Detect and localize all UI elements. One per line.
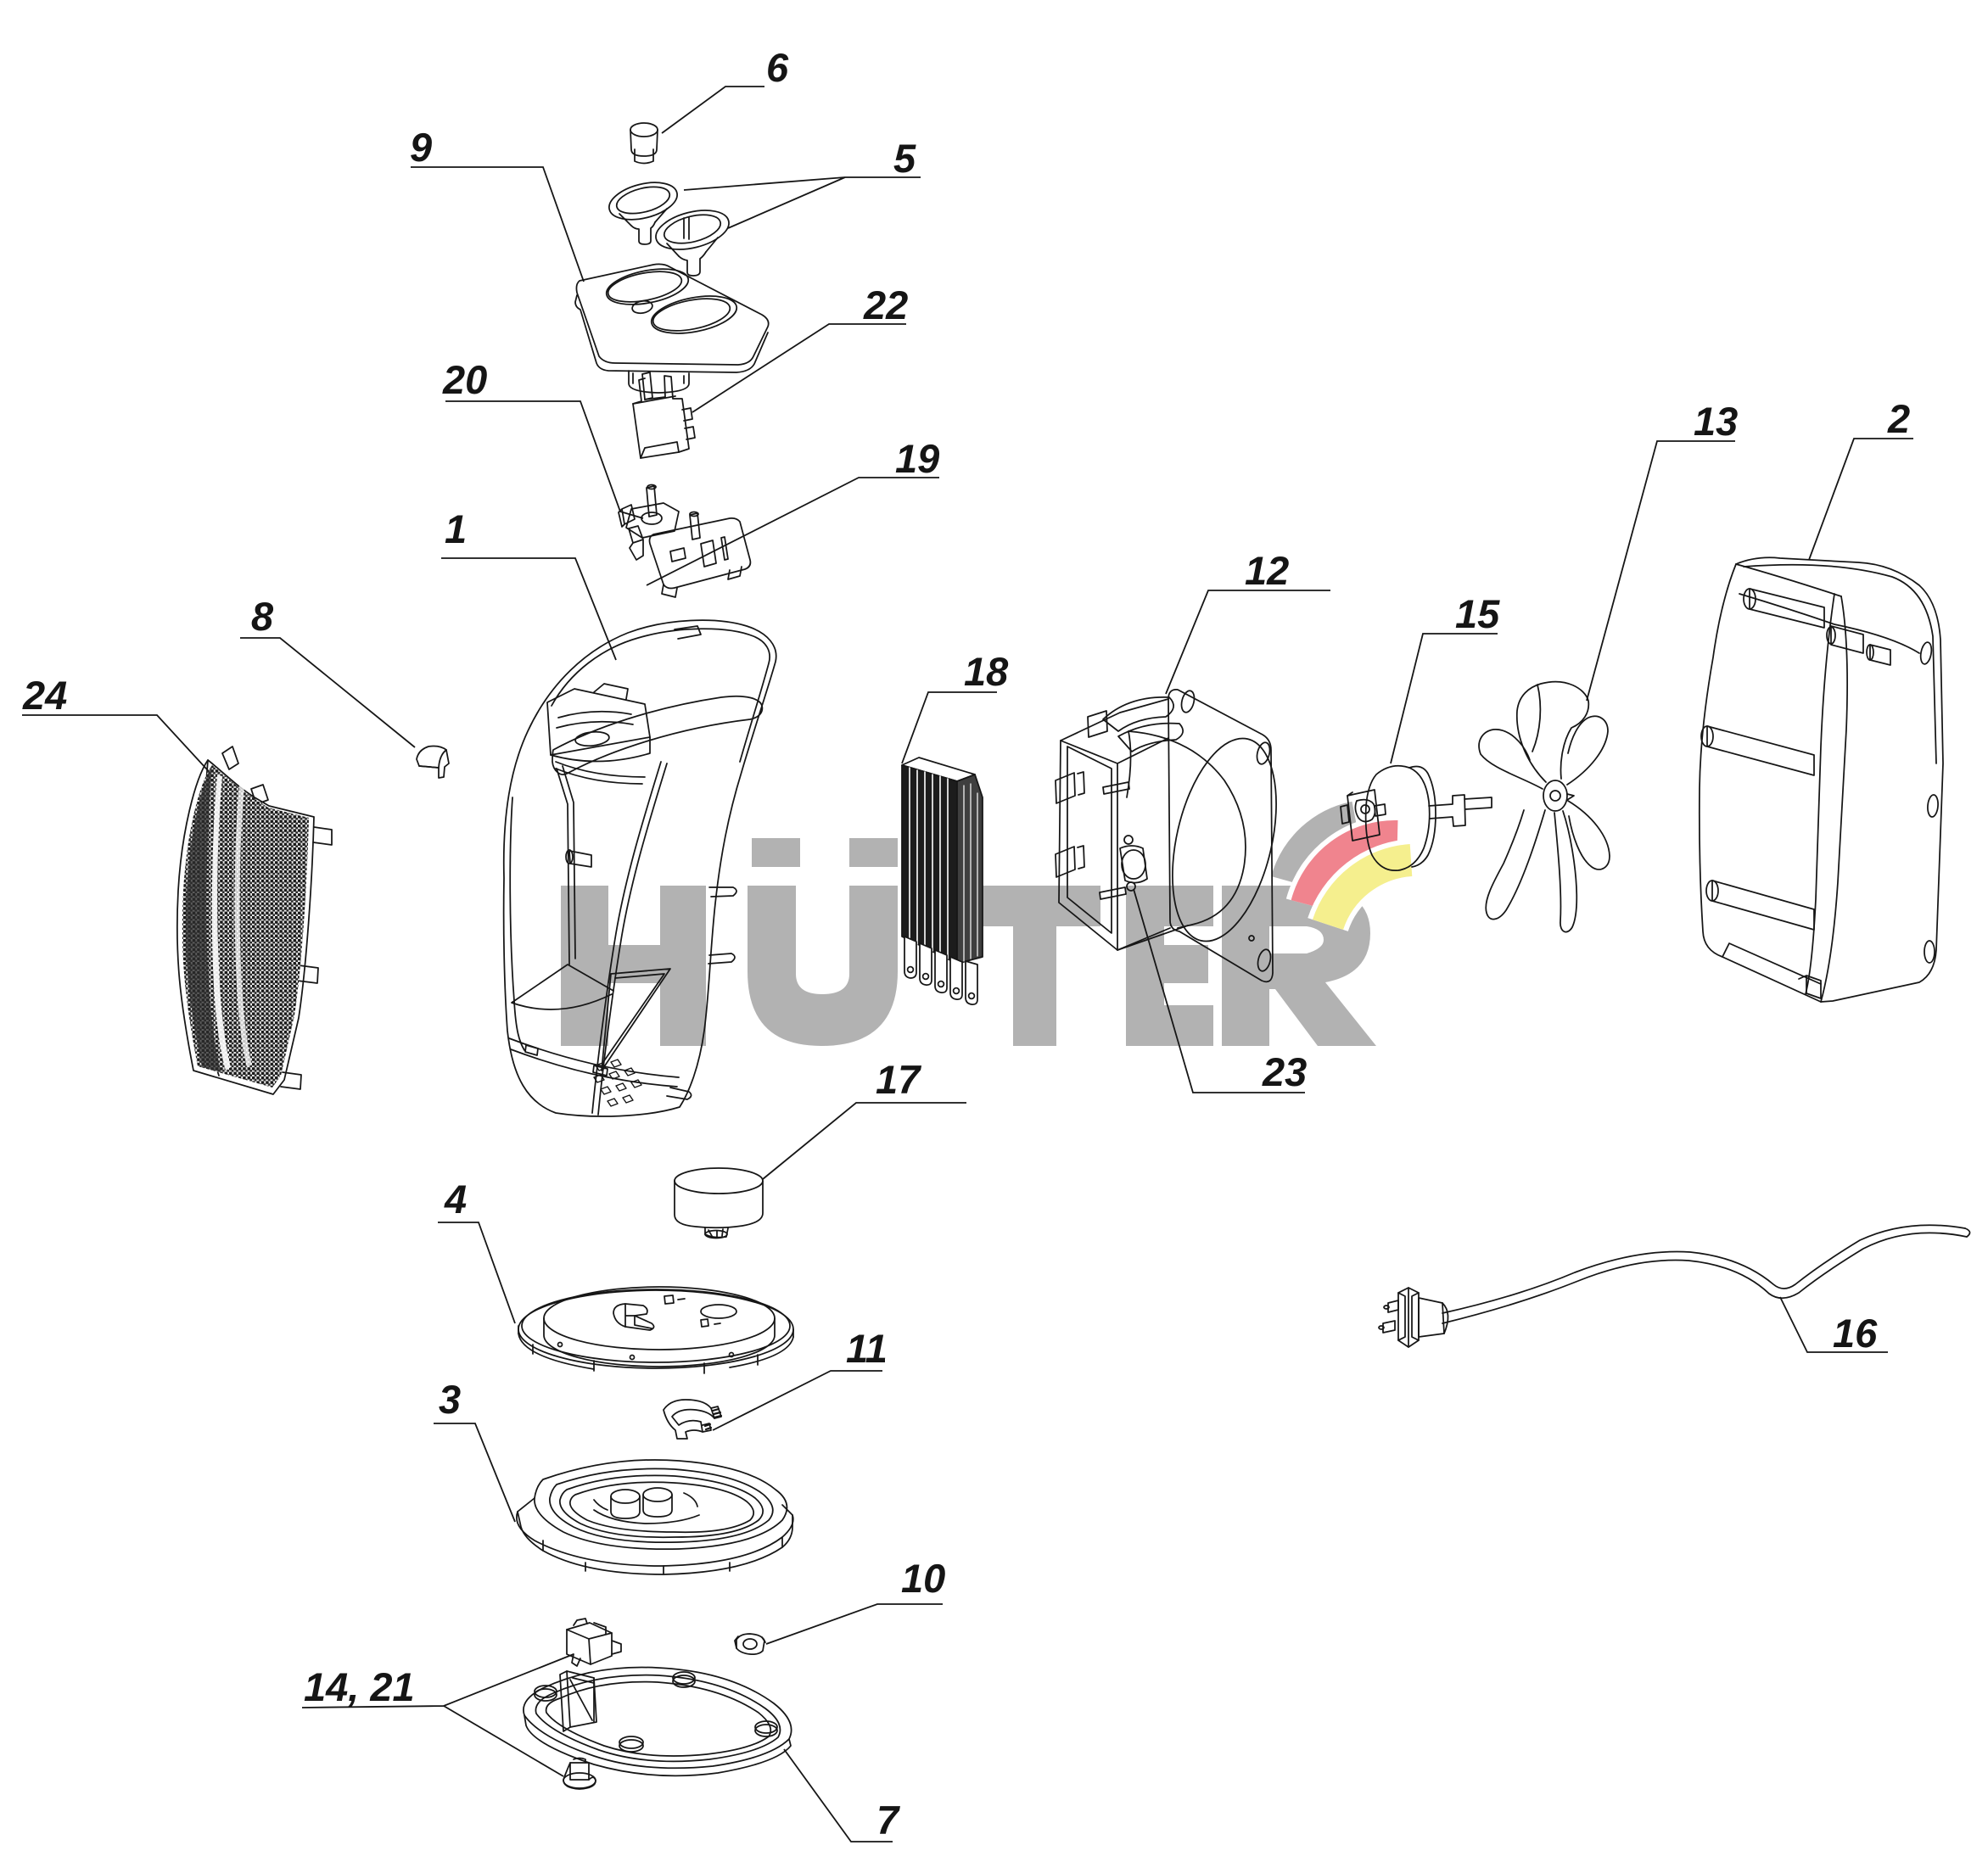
svg-text:12: 12 [1245, 548, 1289, 593]
svg-text:13: 13 [1694, 399, 1738, 444]
svg-text:24: 24 [22, 673, 67, 718]
svg-text:19: 19 [895, 436, 939, 481]
svg-text:6: 6 [766, 45, 789, 90]
svg-text:5: 5 [893, 136, 916, 181]
svg-text:1: 1 [445, 506, 467, 551]
svg-text:16: 16 [1833, 1311, 1878, 1356]
svg-text:4: 4 [444, 1177, 467, 1222]
svg-text:15: 15 [1455, 591, 1500, 636]
svg-text:10: 10 [901, 1556, 945, 1601]
svg-text:8: 8 [251, 594, 274, 639]
svg-text:2: 2 [1887, 396, 1910, 441]
svg-text:9: 9 [410, 125, 432, 170]
svg-text:22: 22 [863, 282, 908, 327]
svg-text:11: 11 [846, 1326, 888, 1371]
svg-text:14, 21: 14, 21 [304, 1664, 415, 1709]
svg-text:20: 20 [442, 357, 487, 402]
svg-text:23: 23 [1262, 1049, 1307, 1094]
svg-text:7: 7 [876, 1798, 900, 1842]
svg-text:3: 3 [439, 1377, 461, 1422]
svg-text:17: 17 [876, 1057, 921, 1102]
svg-text:18: 18 [964, 649, 1009, 694]
